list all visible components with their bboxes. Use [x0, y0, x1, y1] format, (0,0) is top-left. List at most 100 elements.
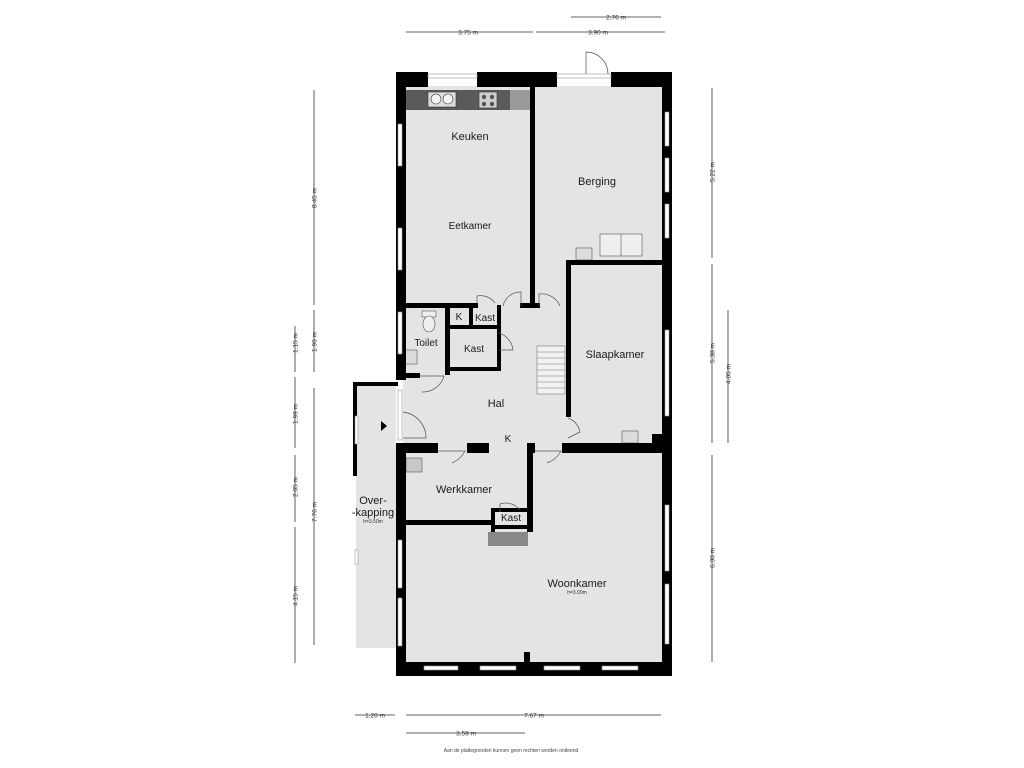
wall-werkkamer-right [527, 448, 533, 532]
window [601, 665, 639, 671]
wall-bottom [396, 662, 672, 676]
label-keuken: Keuken [451, 131, 488, 143]
dim-left-c: 1.99 m [293, 404, 300, 424]
window [664, 329, 670, 417]
wall-slaapkamer-left [566, 260, 571, 417]
windows [354, 73, 670, 671]
dim-right-b: 5.38 m [710, 343, 717, 363]
door-berging [538, 293, 561, 307]
window [427, 73, 478, 79]
sink-bowl-2 [442, 93, 454, 105]
entrance-arrow-icon [381, 421, 387, 431]
dim-left-f: 4.15 m [293, 586, 300, 606]
dim-right-a: 5.22 m [710, 162, 717, 182]
label-overkapping-height: h=3.50m [363, 519, 383, 525]
dim-right-c: 4.05 m [726, 364, 733, 384]
dim-left-total: 8.45 m [312, 188, 319, 208]
label-werkkamer: Werkkamer [436, 484, 492, 496]
window [423, 665, 459, 671]
dim-top-right: 3.90 m [588, 30, 608, 37]
dim-bottom-left: 1.20 m [365, 713, 385, 720]
room-labels: Keuken Eetkamer Berging Toilet K Kast Ka… [352, 131, 645, 596]
door-hal [502, 291, 522, 307]
label-overkapping-1: Over- [359, 495, 387, 507]
sink-bowl-1 [430, 93, 442, 105]
stairs [536, 345, 566, 395]
door-berging-exterior [585, 51, 609, 75]
window [664, 203, 670, 239]
burner-1 [481, 94, 487, 100]
door-kast-werk [499, 502, 521, 512]
burner-2 [489, 94, 495, 100]
stove [478, 91, 498, 109]
burner-3 [481, 101, 487, 107]
floor-overkapping [356, 386, 396, 648]
dim-left-b: 1.96 m [312, 332, 319, 352]
window [354, 415, 359, 445]
washbasin-slaapkamer [621, 430, 639, 444]
door-keuken [476, 295, 496, 304]
door-slaapkamer [567, 417, 581, 439]
burner-4 [489, 101, 495, 107]
window [354, 549, 359, 565]
wall-kast-werk-bottom [491, 525, 533, 529]
window [397, 311, 403, 355]
wall-hal-top-right [520, 303, 540, 308]
wall-werkkamer-bottom [404, 520, 494, 525]
dim-right-d: 6.30 m [710, 548, 717, 568]
cupboard-woonkamer [488, 532, 528, 546]
wall-keuken-berging [530, 86, 535, 308]
wall-k-right [469, 305, 473, 327]
label-k-top: K [456, 312, 463, 323]
window [397, 539, 403, 589]
window [397, 123, 403, 167]
wall-toilet-bottom [404, 373, 420, 378]
door-werkkamer [438, 450, 466, 464]
label-kast-mid: Kast [464, 344, 484, 355]
wall-kast-box [449, 325, 501, 329]
window [543, 665, 581, 671]
footer-note: Aan de plattegronden kunnen geen rechten… [444, 748, 579, 754]
wall-pillar [524, 652, 530, 666]
door-front [402, 411, 427, 439]
dim-left-a: 1.15 m [293, 333, 300, 353]
washbasin-berging [575, 247, 593, 261]
door-kast [498, 332, 514, 351]
window [479, 665, 517, 671]
wall-top-mid [477, 72, 557, 87]
wall-kast-werk-top [491, 508, 527, 512]
doors [402, 51, 609, 512]
wall-toilet-right [445, 305, 450, 375]
label-overkapping-2: -kapping [352, 507, 394, 519]
door-woonkamer [535, 450, 562, 464]
dim-bottom-inner: 3.59 m [456, 731, 476, 738]
window [397, 389, 403, 441]
wall-kast-right [497, 305, 501, 371]
wall-slaapkamer-post [652, 434, 662, 444]
label-woonkamer-height: h=3.00m [567, 590, 587, 596]
label-eetkamer: Eetkamer [449, 221, 492, 232]
label-k-bottom: K [505, 434, 512, 445]
meter-werkkamer [405, 457, 423, 473]
window [397, 227, 403, 271]
wall-kast-bottom [449, 367, 501, 371]
wall-top-right [611, 72, 672, 87]
dim-bottom-total: 7.67 m [524, 713, 544, 720]
window [664, 111, 670, 147]
wall-berging-slaapkamer [566, 260, 666, 265]
window [664, 583, 670, 645]
label-kast-top: Kast [475, 313, 495, 324]
dim-left-d: 2.05 m [293, 477, 300, 497]
dim-top-left: 3.75 m [458, 30, 478, 37]
window [556, 73, 612, 79]
dim-left-e: 7.76 m [312, 502, 319, 522]
window [664, 504, 670, 572]
wall-kast-werk-left [491, 508, 495, 532]
wall-hal-bottom-1 [404, 443, 438, 453]
wall-left-1 [396, 72, 406, 380]
label-slaapkamer: Slaapkamer [586, 349, 645, 361]
wall-keuken-hal [404, 303, 478, 308]
dimension-labels: 2.76 m 3.75 m 3.90 m 8.45 m 1.15 m 1.96 … [293, 15, 733, 738]
door-toilet [420, 375, 445, 393]
